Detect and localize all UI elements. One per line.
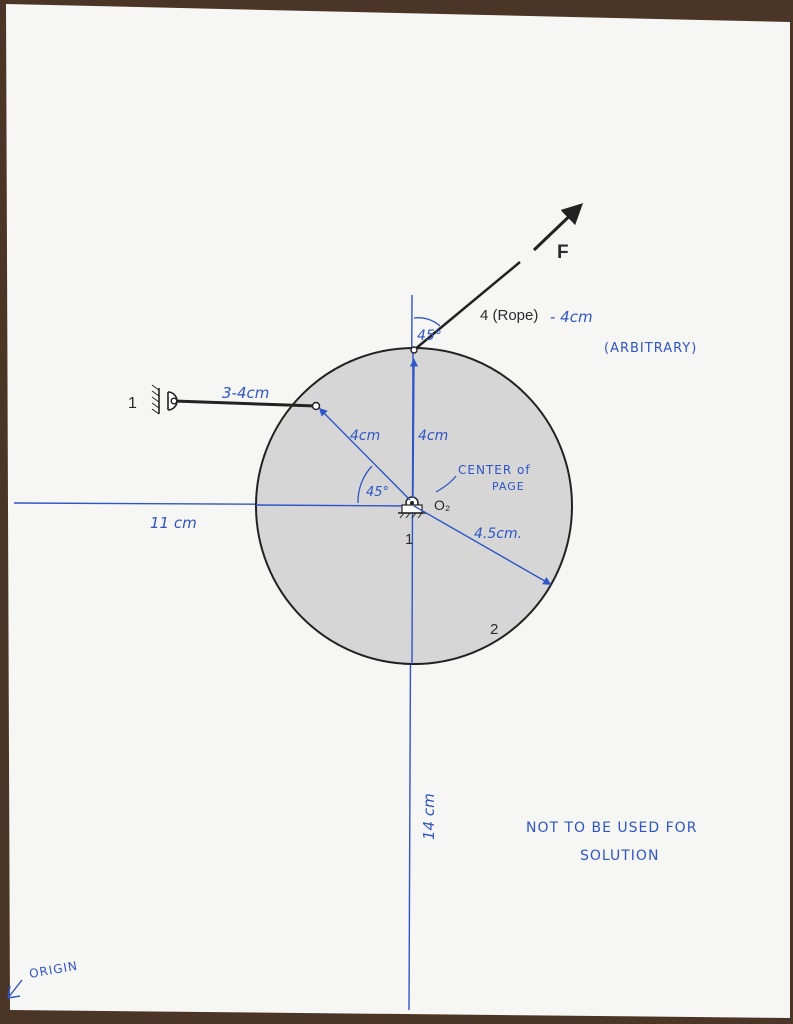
angle-top-label: 45°: [417, 328, 442, 344]
vertical-distance-label: 14 cm: [420, 793, 438, 840]
disclaimer-line1: NOT TO BE USED FOR: [526, 820, 697, 836]
radius-arrow-up: [409, 358, 419, 499]
horizontal-axis-over-disc: [255, 504, 413, 507]
origin-icon: [7, 979, 23, 999]
rope-attach-point: [410, 346, 418, 354]
link-3-joint-disc: [311, 401, 321, 411]
center-note-line1: CENTER of: [458, 463, 531, 477]
force-f-arrow: [532, 203, 584, 252]
radius-arrow-outer: [413, 505, 552, 585]
disclaimer-line2: SOLUTION: [580, 848, 659, 864]
angle-center-label: 45°: [366, 485, 389, 500]
link-3-label: 3-4cm: [222, 384, 269, 402]
pivot-label: O₂: [434, 497, 450, 513]
radius-arrow-to-link3: [318, 407, 411, 501]
angle-arc-center: [357, 465, 373, 504]
center-note-pointer: [435, 475, 457, 493]
radius-up-label: 4cm: [418, 428, 448, 444]
rope-link-4: [413, 261, 521, 351]
ground-center-number: 1: [405, 531, 413, 548]
angle-arc-top: [413, 317, 441, 327]
arbitrary-note: (ARBITRARY): [604, 341, 697, 356]
rope-label: 4 (Rope): [480, 307, 538, 324]
radius-outer-label: 4.5cm.: [474, 526, 522, 542]
force-label: F: [557, 242, 569, 263]
ground-left-number: 1: [128, 395, 137, 412]
center-note-line2: PAGE: [492, 480, 525, 493]
rope-length-label: - 4cm: [550, 308, 593, 326]
left-ground-pivot: [151, 384, 178, 415]
disc-number: 2: [490, 621, 498, 638]
link-3-bar: [173, 399, 317, 408]
horizontal-distance-label: 11 cm: [150, 514, 197, 532]
radius-left-label: 4cm: [350, 428, 380, 444]
